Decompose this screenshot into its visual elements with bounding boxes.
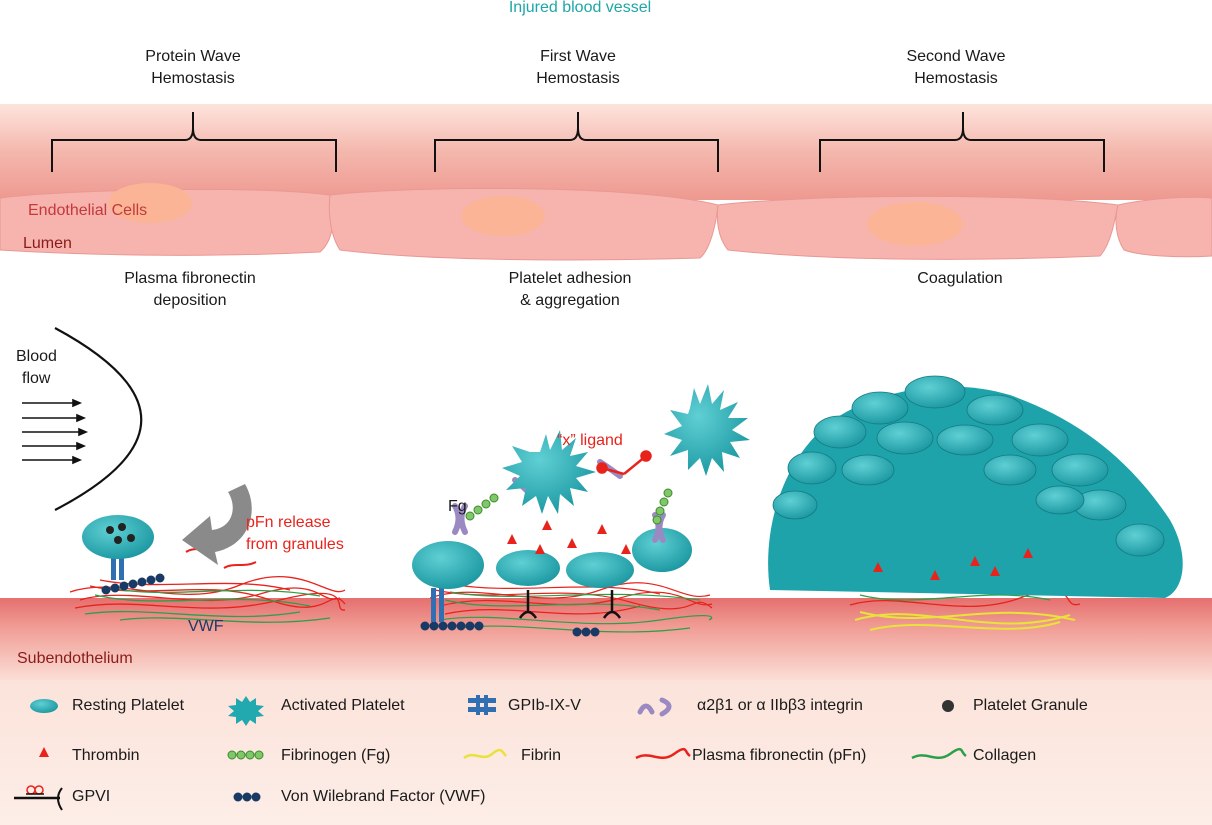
legend-pfn: Plasma fibronectin (pFn) (692, 747, 867, 764)
panel-first-wave (412, 384, 750, 637)
panel-protein-wave (69, 484, 346, 623)
wave-3-line1: Second Wave (906, 48, 1006, 65)
legend-vwf: Von Wilebrand Factor (VWF) (281, 788, 486, 805)
vessel-wall-top (0, 104, 1212, 200)
clot-mass (768, 386, 1183, 598)
legend-thrombin: Thrombin (72, 747, 140, 764)
process-3-line1: Coagulation (917, 270, 1003, 287)
process-2: Platelet adhesion & aggregation (470, 268, 670, 312)
wave-2-line2: Hemostasis (536, 70, 620, 87)
legend-gpvi-glyph (14, 785, 63, 811)
vwf-label: VWF (188, 618, 224, 635)
legend-fibrinogen: Fibrinogen (Fg) (281, 747, 391, 764)
blood-flow-line2: flow (22, 370, 51, 387)
process-1-line2: deposition (153, 292, 227, 309)
process-1: Plasma fibronectin deposition (90, 268, 290, 312)
legend-integrin: α2β1 or α IIbβ3 integrin (697, 697, 863, 714)
pfn-release-line2: from granules (246, 536, 344, 553)
process-2-line1: Platelet adhesion (508, 270, 632, 287)
legend-fibrin: Fibrin (521, 747, 562, 764)
legend-activated-platelet: Activated Platelet (281, 697, 405, 714)
flow-profile-curve (54, 327, 143, 511)
blood-flow-line1: Blood (16, 348, 57, 365)
nucleus-2 (461, 196, 545, 236)
pfn-release-arrow (182, 484, 252, 565)
nucleus-1 (108, 183, 192, 223)
legend-gpib: GPIb-IX-V (508, 697, 581, 714)
wave-2-line1: First Wave (540, 48, 616, 65)
process-3: Coagulation (860, 268, 1060, 290)
wave-brackets (51, 112, 1105, 172)
legend-background (0, 680, 1212, 825)
wave-3-title: Second Wave Hemostasis (856, 46, 1056, 90)
wave-1-line2: Hemostasis (151, 70, 235, 87)
process-1-line1: Plasma fibronectin (124, 270, 256, 287)
legend-granule: Platelet Granule (973, 697, 1088, 714)
lumen-label: Lumen (23, 235, 72, 252)
diagram-title: Injured blood vessel (508, 0, 652, 16)
pfn-release-line1: pFn release (246, 514, 331, 531)
wave-1-line1: Protein Wave (145, 48, 241, 65)
pfn-release-label: pFn release from granules (246, 512, 344, 556)
subendothelium-layer (0, 598, 1212, 680)
legend-resting-platelet: Resting Platelet (72, 697, 185, 714)
wave-2-title: First Wave Hemostasis (478, 46, 678, 90)
panel-second-wave (768, 375, 1183, 631)
x-ligand-label: “x” ligand (557, 432, 623, 449)
blood-flow-label: Blood flow (8, 346, 70, 390)
endothelial-label: Endothelial Cells (28, 202, 148, 219)
wave-1-title: Protein Wave Hemostasis (93, 46, 293, 90)
subendothelium-label: Subendothelium (17, 650, 133, 667)
legend-gpvi: GPVI (72, 788, 111, 805)
nucleus-3 (867, 202, 963, 246)
wave-3-line2: Hemostasis (914, 70, 998, 87)
blood-flow-arrows (22, 398, 89, 465)
legend-icons (14, 695, 967, 811)
process-2-line2: & aggregation (520, 292, 620, 309)
endothelial-cell-4 (1115, 196, 1212, 258)
legend-collagen: Collagen (973, 747, 1037, 764)
fg-label: Fg (448, 498, 467, 515)
